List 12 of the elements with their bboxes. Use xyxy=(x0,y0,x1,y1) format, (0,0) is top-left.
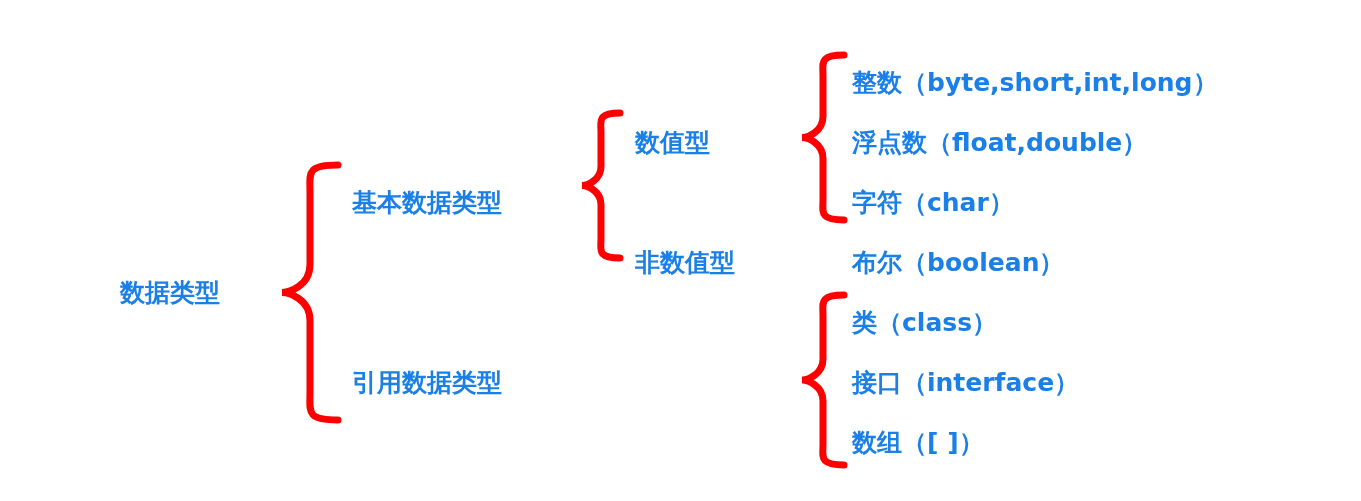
type-label: 布尔（boolean） xyxy=(852,247,1065,279)
type-label: 字符（char） xyxy=(852,187,1014,219)
type-label: 类（class） xyxy=(852,307,998,339)
type-label: 非数值型 xyxy=(635,247,735,279)
type-label: 接口（interface） xyxy=(852,367,1080,399)
type-label: 基本数据类型 xyxy=(352,187,502,219)
type-label: 浮点数（float,double） xyxy=(852,127,1148,159)
type-label: 数据类型 xyxy=(120,277,220,309)
type-label: 数组（[ ]） xyxy=(852,427,984,459)
type-label: 整数（byte,short,int,long） xyxy=(852,67,1218,99)
type-label: 数值型 xyxy=(635,127,710,159)
type-label: 引用数据类型 xyxy=(352,367,502,399)
